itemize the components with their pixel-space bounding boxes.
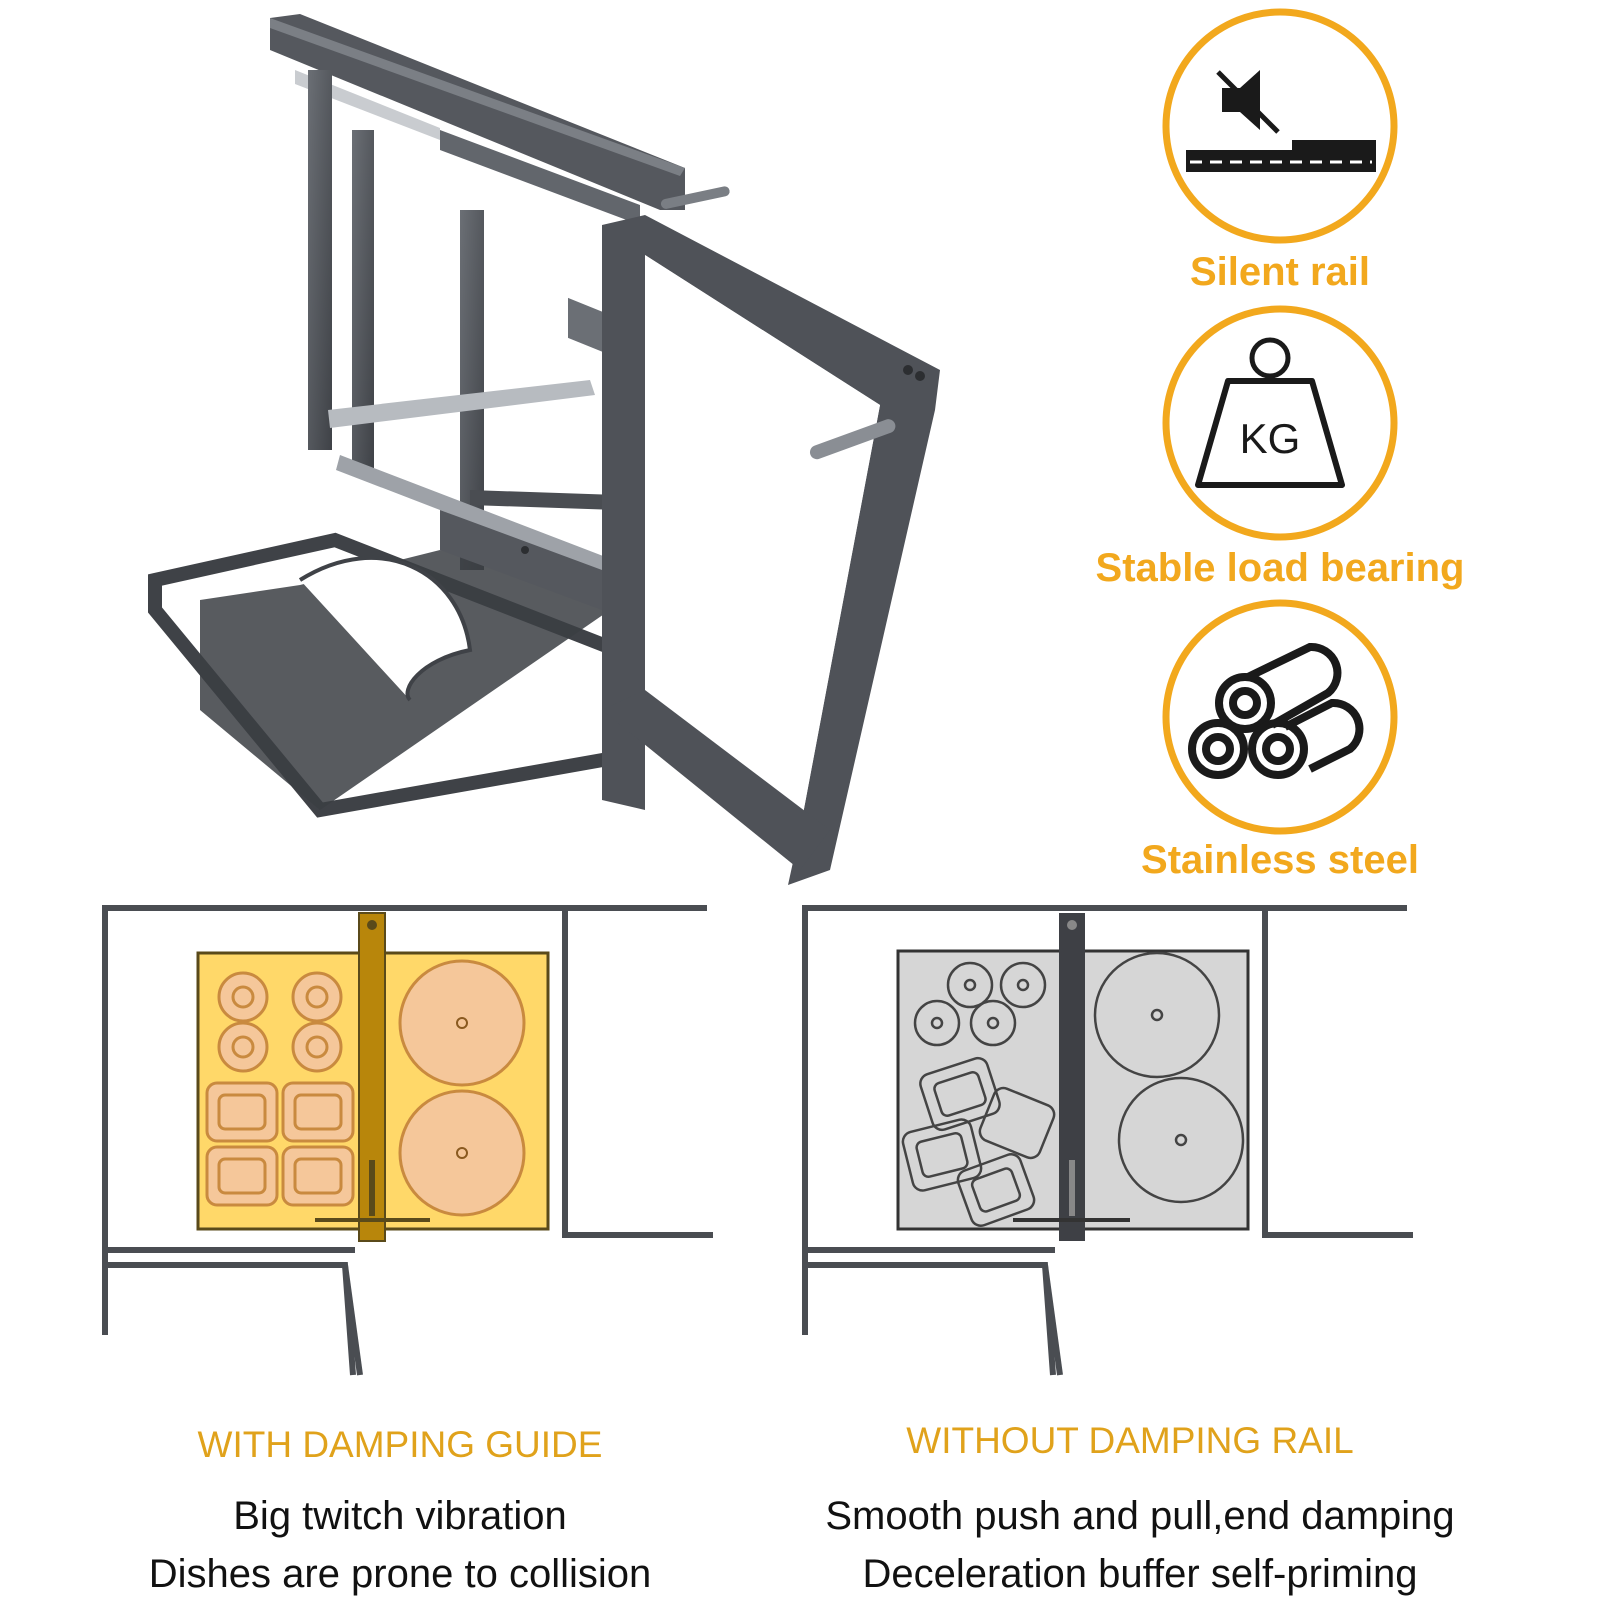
right-section-desc-line1: Smooth push and pull,end damping — [825, 1494, 1455, 1538]
feature-label-stable-load: Stable load bearing — [1095, 546, 1465, 590]
left-section-desc-line1: Big twitch vibration — [233, 1494, 567, 1538]
diagram-without-damping-rail — [802, 905, 1413, 1376]
feature-silent-rail — [1160, 6, 1400, 246]
diagram-with-damping-guide — [102, 905, 713, 1376]
weight-kg-icon: KG — [1162, 305, 1398, 541]
feature-label-silent-rail: Silent rail — [1189, 250, 1371, 294]
right-section-title: WITHOUT DAMPING RAIL — [906, 1420, 1354, 1461]
left-section-desc-line2: Dishes are prone to collision — [148, 1552, 652, 1596]
muted-speaker-icon — [1162, 8, 1398, 244]
steel-rolls-icon — [1162, 599, 1398, 835]
feature-stable-load: KG — [1160, 303, 1400, 543]
right-section-desc-line2: Deceleration buffer self-priming — [862, 1552, 1418, 1596]
product-rack-illustration — [148, 14, 940, 885]
feature-label-stainless-steel: Stainless steel — [1141, 838, 1419, 882]
left-section-title: WITH DAMPING GUIDE — [197, 1424, 603, 1465]
kg-text: KG — [1240, 415, 1301, 462]
feature-stainless-steel — [1160, 597, 1400, 837]
